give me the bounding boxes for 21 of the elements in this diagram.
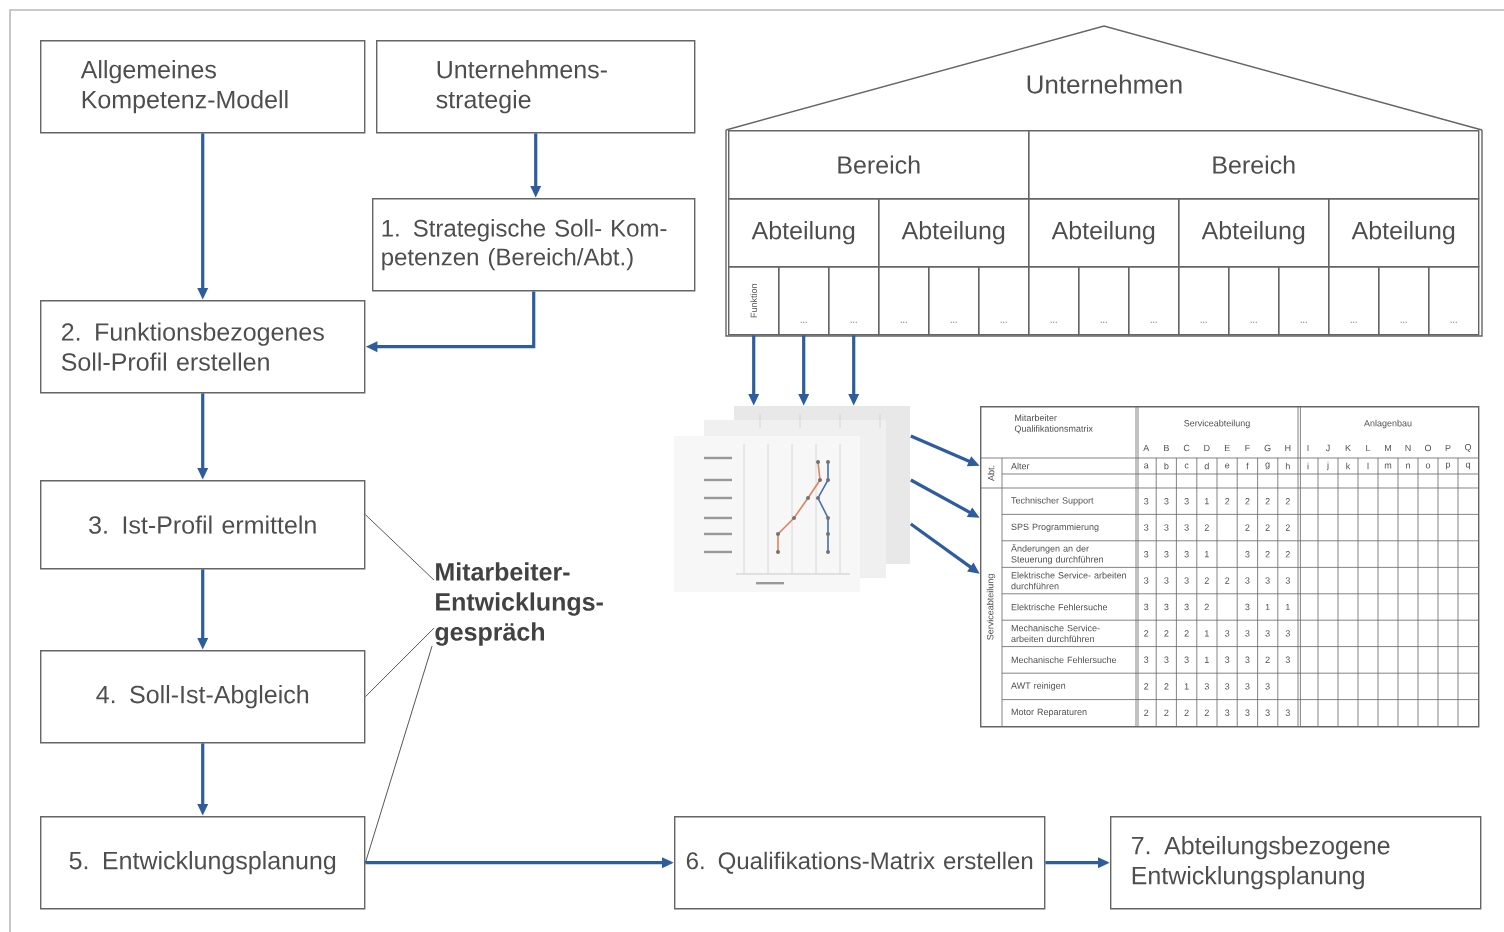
process-box: 7. Abteilungsbezogene Entwicklungsplanung (1110, 815, 1482, 910)
process-box: Allgemeines Kompetenz-Modell (40, 40, 366, 134)
table-cell: Bereich (1028, 130, 1480, 200)
leader-line (364, 514, 435, 581)
table-cell: Abteilung (878, 198, 1030, 268)
leader-line (364, 645, 433, 864)
table-cell: Bereich (728, 130, 1030, 200)
table-cell: Abteilung (1328, 198, 1480, 268)
process-box: 3. Ist-Profil ermitteln (40, 480, 366, 570)
leader-line (364, 627, 435, 698)
table-cell: Abteilung (728, 198, 880, 268)
chart-thumbnails-drawing (674, 406, 910, 592)
process-box: 1. Strategische Soll- Kom- petenzen (Bereich/Abt.) (372, 198, 696, 292)
process-box: 2. Funktionsbezogenes Soll-Profil erstellen (40, 300, 366, 394)
table-cell: Abteilung (1178, 198, 1330, 268)
callout-text: Mitarbeiter- Entwicklungs- gespräch (435, 562, 603, 646)
process-box: Unternehmens- strategie (376, 40, 696, 134)
process-box: 5. Entwicklungsplanung (40, 815, 366, 910)
process-box: 4. Soll-Ist-Abgleich (40, 649, 366, 744)
table-cell: Abteilung (1028, 198, 1180, 268)
process-box: 6. Qualifikations-Matrix erstellen (674, 815, 1046, 910)
